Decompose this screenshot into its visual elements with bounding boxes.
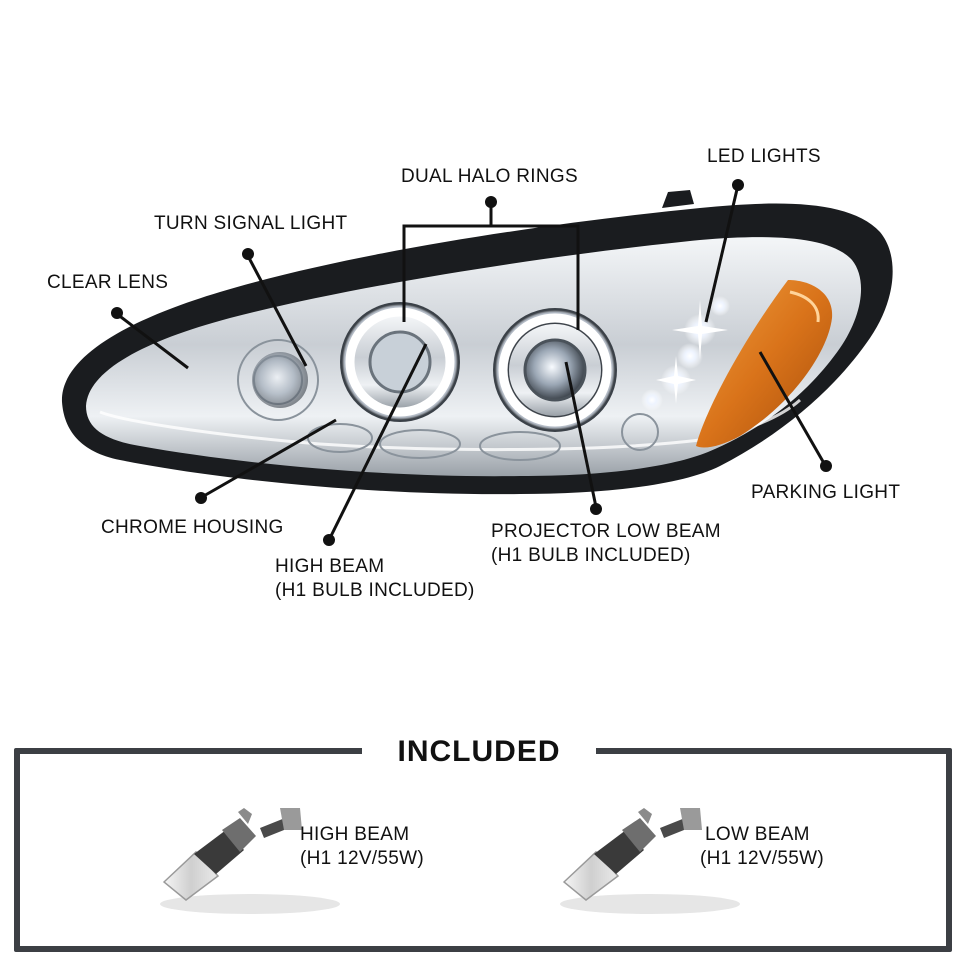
leader-high-beam — [328, 343, 428, 539]
dot-high-beam — [323, 534, 335, 546]
turn-signal-lens — [252, 352, 308, 408]
included-item-spec: (H1 12V/55W) — [300, 848, 424, 869]
label-dual-halo-rings: DUAL HALO RINGS — [401, 166, 578, 187]
dot-clear-lens — [111, 307, 123, 319]
mounting-tab — [662, 190, 694, 208]
included-item-spec: (H1 12V/55W) — [700, 848, 824, 869]
leader-projector-low-beam — [564, 361, 598, 508]
included-item-name: LOW BEAM — [705, 824, 810, 845]
dot-chrome-housing — [195, 492, 207, 504]
projector-halo-ring — [493, 308, 617, 432]
led-cluster — [641, 296, 730, 411]
parking-light-lens — [696, 280, 833, 448]
label-clear-lens: CLEAR LENS — [47, 272, 169, 293]
callout-dots — [111, 179, 832, 546]
leader-parking-light — [758, 351, 827, 466]
dot-projector-low-beam — [590, 503, 602, 515]
dot-led-lights — [732, 179, 744, 191]
label-projector-low-beam-title: PROJECTOR LOW BEAM — [491, 521, 721, 542]
label-high-beam-sub: (H1 BULB INCLUDED) — [275, 580, 475, 601]
headlight-housing — [61, 203, 893, 495]
leader-led-lights — [704, 184, 740, 323]
high-beam-bulb-image — [160, 808, 340, 914]
label-projector-low-beam: PROJECTOR LOW BEAM (H1 BULB INCLUDED) — [491, 520, 721, 568]
label-led-lights: LED LIGHTS — [707, 146, 821, 167]
included-item-low-beam: LOW BEAM (H1 12V/55W) — [700, 823, 824, 871]
dot-turn-signal — [242, 248, 254, 260]
dot-parking-light — [820, 460, 832, 472]
leader-chrome-housing — [201, 418, 337, 499]
label-high-beam-title: HIGH BEAM — [275, 556, 385, 577]
high-beam-halo-ring — [340, 302, 460, 422]
dot-dual-halo — [485, 196, 497, 208]
label-chrome-housing: CHROME HOUSING — [101, 517, 284, 538]
included-item-name: HIGH BEAM — [300, 824, 410, 845]
label-high-beam: HIGH BEAM (H1 BULB INCLUDED) — [275, 555, 475, 603]
label-parking-light: PARKING LIGHT — [751, 482, 901, 503]
callout-lines — [116, 184, 827, 539]
included-title: INCLUDED — [397, 735, 561, 768]
label-turn-signal-light: TURN SIGNAL LIGHT — [154, 213, 348, 234]
leader-clear-lens — [116, 312, 189, 370]
included-item-high-beam: HIGH BEAM (H1 12V/55W) — [300, 823, 424, 871]
leader-turn-signal — [246, 255, 308, 367]
low-beam-bulb-image — [560, 808, 740, 914]
included-title-gap — [362, 740, 596, 764]
label-projector-low-beam-sub: (H1 BULB INCLUDED) — [491, 545, 691, 566]
